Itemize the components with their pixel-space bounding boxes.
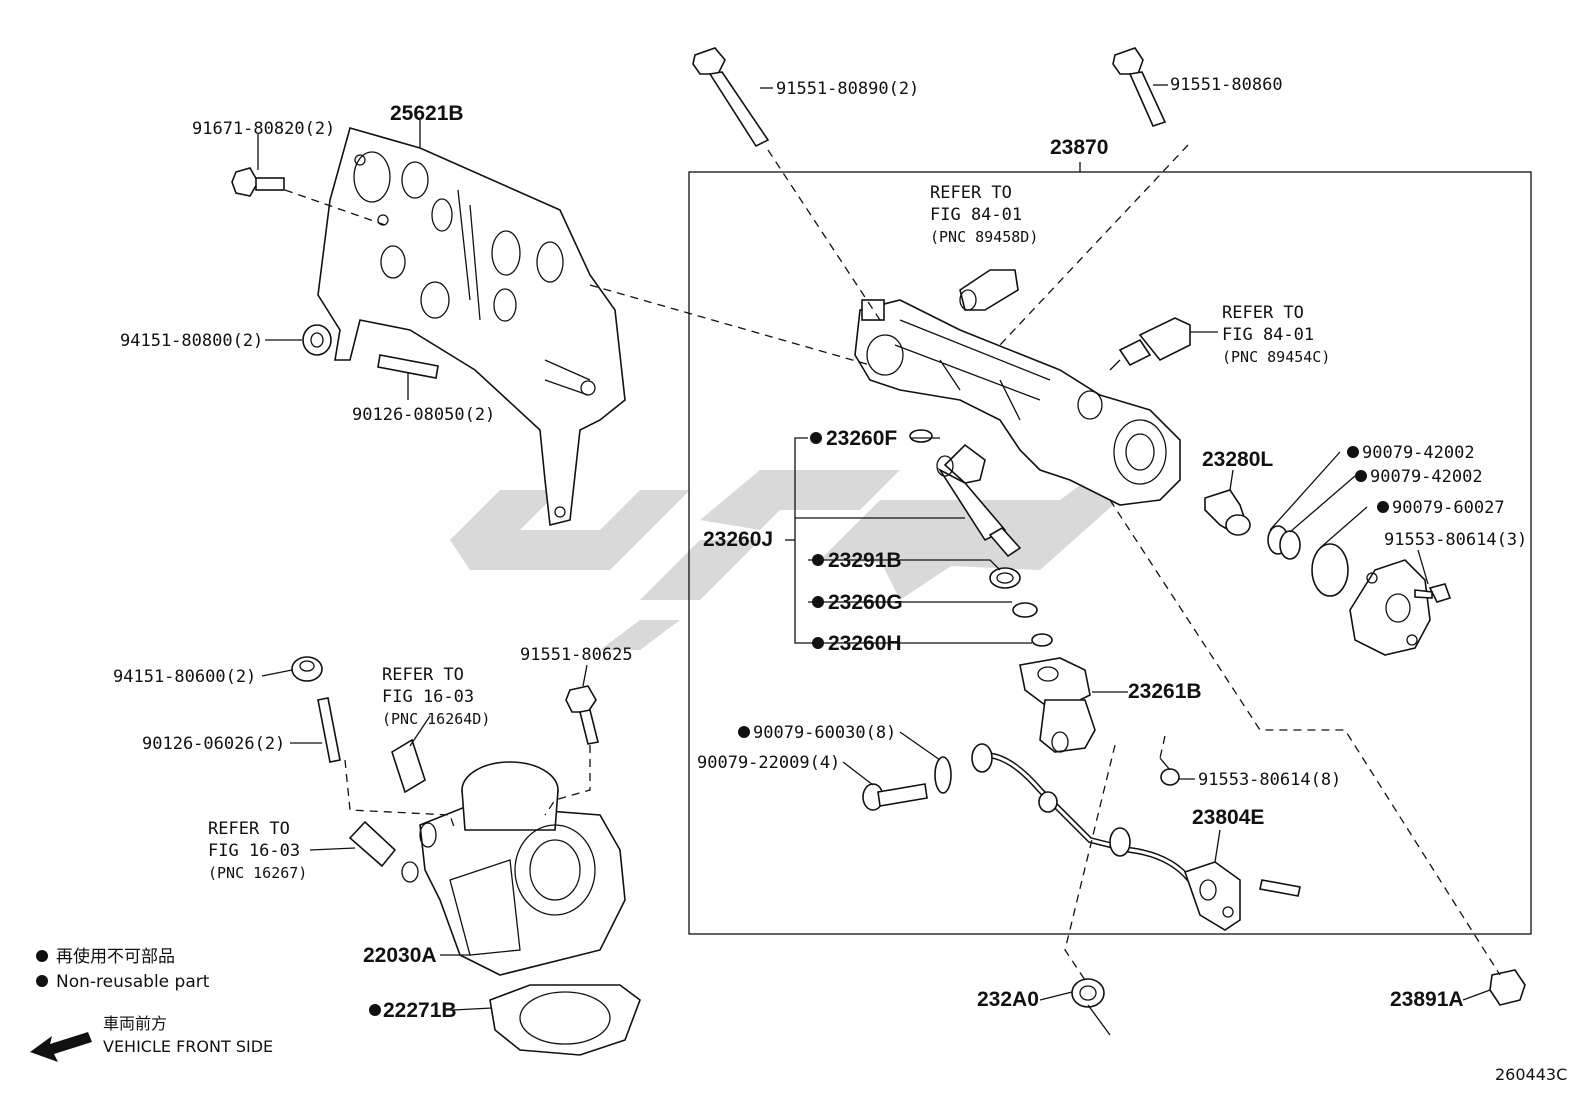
heat-insulator-25621B (317, 127, 626, 526)
bolt-90079-22009-icon (862, 783, 928, 811)
legend-non-reusable-jp: 再使用不可部品 (56, 946, 175, 967)
label-23260H: 23260H (828, 632, 902, 655)
bolt-91551-80860-icon (1112, 47, 1167, 127)
ref-fig16b-line1: REFER TO (208, 819, 290, 839)
label-90079-42002-b: 90079-42002 (1370, 467, 1483, 487)
label-23870: 23870 (1050, 136, 1108, 159)
hose-16267-icon (348, 820, 397, 868)
ref-fig84b-line1: REFER TO (1222, 303, 1304, 323)
legend-non-reusable-en: Non-reusable part (56, 972, 210, 992)
gasket-22271B-icon (489, 984, 641, 1056)
label-23804E: 23804E (1192, 806, 1264, 829)
label-22271B: 22271B (383, 999, 457, 1022)
label-90079-42002-a: 90079-42002 (1362, 443, 1475, 463)
ref-fig84a-line2: FIG 84-01 (930, 205, 1022, 225)
label-90079-60030: 90079-60030(8) (753, 723, 896, 743)
bracket-23260J (794, 437, 808, 644)
oring-23260G-icon (1012, 602, 1038, 618)
label-23261B: 23261B (1128, 680, 1202, 703)
dashed-connectors (284, 144, 1501, 981)
label-90126-06026: 90126-06026(2) (142, 734, 285, 754)
fuel-pipe-23804E-icon (971, 743, 1301, 931)
label-23280L: 23280L (1202, 448, 1273, 471)
ref-fig16b-line2: FIG 16-03 (208, 841, 300, 861)
oring-23260F-icon (909, 429, 933, 443)
bolt-91551-80890-icon (692, 47, 770, 148)
cap-23891A-icon (1489, 969, 1526, 1006)
label-90079-60027: 90079-60027 (1392, 498, 1505, 518)
injector-23260J-icon (936, 443, 1022, 558)
bolt-91551-80625-icon (565, 685, 599, 745)
label-91551-80890: 91551-80890(2) (776, 79, 919, 99)
sensor-89454C-icon (1109, 317, 1191, 371)
label-90079-22009: 90079-22009(4) (697, 753, 840, 773)
ref-fig84b-line2: FIG 84-01 (1222, 325, 1314, 345)
bolt-91553-80614-8-icon (1159, 757, 1180, 786)
label-91671: 91671-80820(2) (192, 119, 335, 139)
legend-front-en: VEHICLE FRONT SIDE (103, 1037, 273, 1056)
label-91551-80625: 91551-80625 (520, 645, 633, 665)
sensor-89458D-icon (959, 269, 1019, 311)
label-23260G: 23260G (828, 591, 903, 614)
oring-23260H-icon (1031, 633, 1053, 647)
valve-23280L-icon (1204, 489, 1251, 536)
catalog-id: 260443C (1495, 1065, 1567, 1084)
label-232A0: 232A0 (977, 988, 1039, 1011)
nut-94151-80800-icon (302, 324, 332, 356)
fuel-rail-23870 (854, 299, 1181, 506)
ref-fig16a-line3: (PNC 16264D) (382, 710, 490, 728)
label-94151-80800: 94151-80800(2) (120, 331, 263, 351)
legend-front-jp: 車両前方 (103, 1014, 167, 1033)
throttle-body-22030A (401, 761, 626, 976)
label-94151-80600: 94151-80600(2) (113, 667, 256, 687)
hose-16264D-icon (391, 738, 426, 794)
bolt-91671-icon (231, 167, 285, 197)
bolt-91553-80614-3-icon (1414, 583, 1452, 603)
label-91553-80614-3: 91553-80614(3) (1384, 530, 1527, 550)
label-91551-80860: 91551-80860 (1170, 75, 1283, 95)
label-23260J: 23260J (703, 528, 773, 551)
leader-lines (257, 84, 1491, 1011)
oring-90079-42002-b-icon (1279, 530, 1301, 560)
front-arrow-icon (30, 1032, 92, 1062)
oring-90079-60027-icon (1311, 543, 1349, 597)
label-23291B: 23291B (828, 549, 902, 572)
label-23891A: 23891A (1390, 988, 1464, 1011)
cover-plate-icon (1349, 559, 1431, 656)
plug-232A0-icon (1071, 978, 1111, 1036)
nut-94151-80600-icon (291, 656, 323, 682)
ref-fig16b-line3: (PNC 16267) (208, 864, 307, 882)
fitting-23261B-icon (1019, 657, 1096, 753)
label-22030A: 22030A (363, 944, 437, 967)
stud-90126-08050-icon (377, 354, 439, 379)
label-90126-08050: 90126-08050(2) (352, 405, 495, 425)
non-reusable-markers (36, 432, 1389, 1016)
oring-90079-60030-icon (934, 756, 952, 794)
ref-fig84a-line3: (PNC 89458D) (930, 228, 1038, 246)
ref-fig84a-line1: REFER TO (930, 183, 1012, 203)
stud-90126-06026-icon (317, 697, 341, 763)
assembly-box-23870 (688, 171, 1532, 935)
ref-fig16a-line1: REFER TO (382, 665, 464, 685)
label-23260F: 23260F (826, 427, 897, 450)
label-91553-80614-8: 91553-80614(8) (1198, 770, 1341, 790)
label-25621B: 25621B (390, 102, 464, 125)
seal-23291B-icon (989, 567, 1021, 589)
ref-fig16a-line2: FIG 16-03 (382, 687, 474, 707)
ref-fig84b-line3: (PNC 89454C) (1222, 348, 1330, 366)
